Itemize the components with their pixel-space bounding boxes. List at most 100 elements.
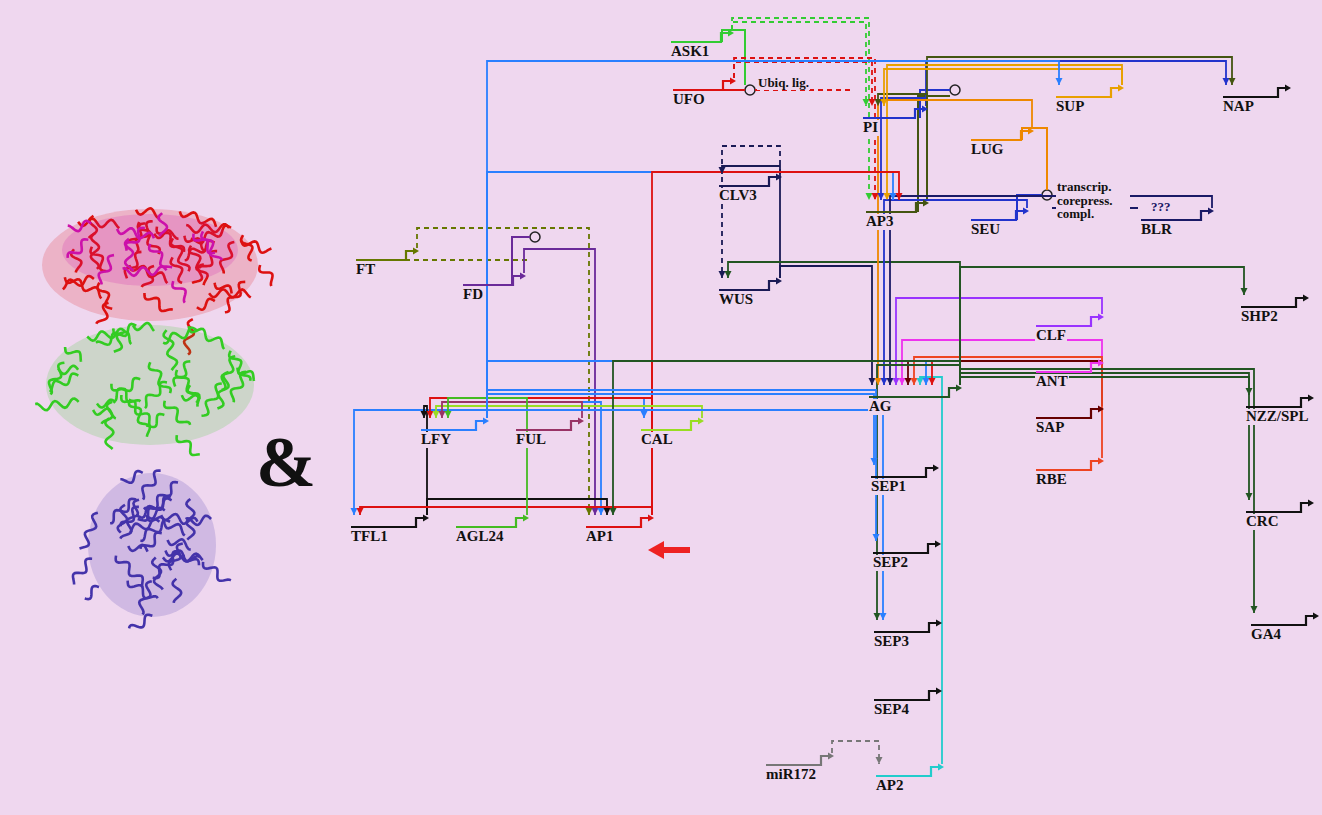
- helix-stroke: [96, 303, 108, 324]
- promoter-arrow: [866, 203, 924, 212]
- gene-label: RBE: [1035, 472, 1068, 488]
- gene-glyph: [868, 385, 963, 399]
- arrow-head: [1246, 493, 1253, 500]
- gene-label: FT: [355, 262, 376, 278]
- promoter-arrow: [874, 623, 937, 632]
- promoter-arrow: [971, 211, 1024, 220]
- gene-label: SUP: [1055, 99, 1085, 115]
- annotation: ???: [1150, 200, 1172, 214]
- arrow-head: [876, 757, 883, 764]
- promoter-head: [1208, 208, 1214, 215]
- gene-glyph: [873, 620, 943, 634]
- helix-stroke: [241, 240, 271, 253]
- gene-glyph: [1222, 85, 1292, 99]
- promoter-head: [828, 753, 834, 760]
- gene-label: ASK1: [670, 44, 710, 60]
- promoter-head: [1303, 295, 1309, 302]
- gene-glyph: [873, 688, 943, 702]
- arrow-head: [439, 411, 446, 418]
- gene-glyph: [718, 278, 783, 292]
- complex-wires: [405, 30, 1138, 285]
- helix-stroke: [144, 293, 172, 311]
- gene-node: AP3: [865, 200, 930, 230]
- arrow-head: [873, 534, 880, 541]
- gene-label: SHP2: [1240, 309, 1279, 325]
- promoter-arrow: [456, 518, 524, 527]
- promoter-arrow: [876, 767, 939, 776]
- gene-node: SEP4: [873, 688, 943, 718]
- promoter-arrow: [873, 544, 936, 553]
- arrow-head: [421, 411, 428, 418]
- arrow-head: [881, 99, 888, 106]
- promoter-head: [523, 515, 529, 522]
- helix-stroke: [186, 499, 194, 540]
- gene-label: CAL: [640, 432, 674, 448]
- helix-stroke: [149, 244, 172, 268]
- arrow-head: [929, 378, 936, 385]
- gene-node: SEP1: [870, 465, 940, 495]
- gene-glyph: [1055, 85, 1125, 99]
- helix-stroke: [173, 579, 181, 603]
- wire: [724, 89, 745, 91]
- regulatory-link: [908, 361, 1102, 406]
- arrow-head: [1246, 388, 1253, 395]
- helix-stroke: [102, 402, 112, 424]
- helix-stroke: [163, 328, 197, 344]
- promoter-head: [698, 418, 704, 425]
- gene-label: SEU: [970, 222, 1001, 238]
- promoter-arrow: [1246, 398, 1309, 407]
- gene-node: CAL: [640, 418, 705, 448]
- annotation: transcrip. corepress. compl.: [1056, 180, 1130, 221]
- helix-stroke: [50, 374, 78, 392]
- gene-label: NAP: [1222, 99, 1255, 115]
- gene-node: FUL: [515, 418, 585, 448]
- promoter-head: [956, 385, 962, 392]
- promoter-arrow: [421, 421, 484, 430]
- gene-label: CRC: [1245, 514, 1280, 530]
- gene-glyph: [1035, 360, 1105, 374]
- gene-label: SAP: [1035, 420, 1065, 436]
- promoter-head: [423, 515, 429, 522]
- gene-glyph: [420, 418, 490, 432]
- arrow-head: [719, 271, 726, 278]
- arrow-head: [896, 193, 903, 200]
- helix-stroke: [188, 385, 199, 402]
- helix-stroke: [73, 559, 92, 585]
- arrow-head: [874, 613, 881, 620]
- helix-stroke: [85, 586, 99, 599]
- gene-glyph: [1035, 458, 1105, 472]
- helix-stroke: [153, 551, 180, 578]
- gene-glyph: [585, 515, 655, 529]
- gene-node: LFY: [420, 418, 490, 448]
- regulatory-link: [927, 57, 1232, 200]
- helix-stroke: [121, 507, 139, 526]
- helix-stroke: [120, 471, 142, 483]
- gene-glyph: [462, 273, 527, 287]
- gene-node: FT: [355, 248, 420, 278]
- gene-node: miR172: [765, 753, 835, 783]
- promoter-head: [1308, 395, 1314, 402]
- gene-label: BLR: [1140, 222, 1173, 238]
- gene-glyph: [1035, 406, 1105, 420]
- arrow-head: [875, 99, 882, 106]
- regulatory-link: [417, 228, 589, 515]
- promoter-head: [520, 273, 526, 280]
- protein-domain: [42, 209, 258, 321]
- promoter-head: [483, 418, 489, 425]
- arrow-head: [1229, 78, 1236, 85]
- regulatory-link: [734, 62, 872, 106]
- promoter-arrow: [641, 421, 699, 430]
- helix-stroke: [158, 213, 167, 236]
- helix-stroke: [164, 401, 190, 425]
- gene-node: CLF: [1035, 314, 1105, 344]
- gene-label: CLF: [1035, 328, 1067, 344]
- regulatory-link: [524, 249, 595, 515]
- promoter-arrow: [1036, 317, 1099, 326]
- gene-node: NAP: [1222, 85, 1292, 115]
- arrow-head: [887, 378, 894, 385]
- arrow-head: [893, 378, 900, 385]
- promoter-arrow: [671, 33, 729, 42]
- gene-glyph: [1250, 613, 1320, 627]
- helix-stroke: [201, 231, 221, 260]
